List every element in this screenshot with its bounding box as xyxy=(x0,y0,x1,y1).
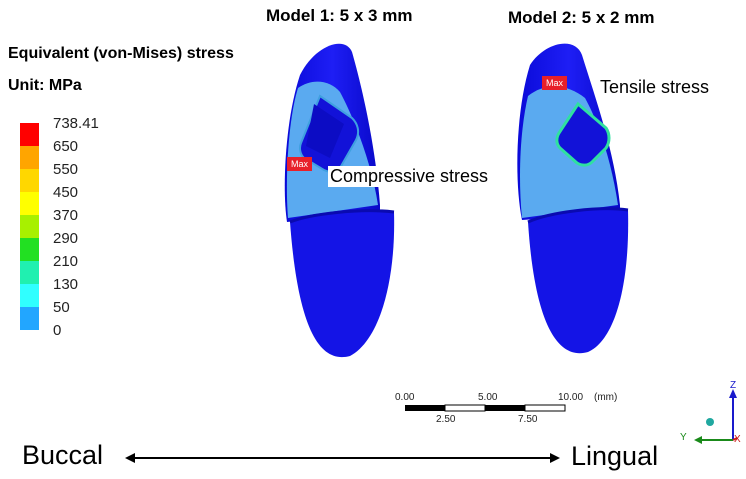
scale-label-top: 0.00 xyxy=(395,392,415,403)
legend-swatch xyxy=(20,123,39,146)
model-2-root-edge xyxy=(527,207,629,224)
legend-unit: Unit: MPa xyxy=(8,77,82,94)
legend-value: 450 xyxy=(53,184,79,201)
model-2-abutment xyxy=(555,101,611,167)
model-2-root xyxy=(528,208,629,354)
legend-swatch xyxy=(20,146,39,169)
legend-value: 130 xyxy=(53,276,79,293)
scale-label-bottom: 2.50 xyxy=(436,414,456,425)
legend-swatch xyxy=(20,284,39,307)
legend-value: 0 xyxy=(53,322,62,339)
tensile-stress-label: Tensile stress xyxy=(598,77,712,98)
legend-value: 550 xyxy=(53,161,79,178)
model-1-max-marker: Max xyxy=(287,157,313,171)
model-1-abutment-highlight xyxy=(306,104,344,158)
legend-swatch xyxy=(20,169,39,192)
legend-value: 738.41 xyxy=(53,115,99,132)
model-1-root xyxy=(290,210,395,358)
model-1-title: Model 1: 5 x 3 mm xyxy=(266,6,413,25)
legend-swatch xyxy=(20,192,39,215)
legend-swatch xyxy=(20,261,39,284)
legend-value: 210 xyxy=(53,253,79,270)
model-1-tooth xyxy=(284,43,395,358)
buccal-lingual-arrow xyxy=(125,453,560,463)
buccal-label: Buccal xyxy=(22,440,104,470)
axis-triad xyxy=(694,389,738,444)
legend-value: 290 xyxy=(53,230,79,247)
legend-value: 370 xyxy=(53,207,79,224)
scale-label-top: 5.00 xyxy=(478,392,498,403)
legend-swatch xyxy=(20,307,39,330)
scale-label-bottom: 7.50 xyxy=(518,414,538,425)
lingual-label: Lingual xyxy=(571,441,659,471)
legend-swatch xyxy=(20,238,39,261)
legend-title: Equivalent (von-Mises) stress xyxy=(8,45,234,62)
model-2-max-marker: Max xyxy=(542,76,568,90)
legend-swatch xyxy=(20,215,39,238)
model-2-title: Model 2: 5 x 2 mm xyxy=(508,8,655,27)
axis-y-label: Y xyxy=(680,432,687,443)
scale-unit: (mm) xyxy=(594,392,618,403)
axis-z-label: Z xyxy=(730,380,737,391)
scale-bar xyxy=(405,404,566,412)
axis-x-label: X xyxy=(734,434,741,445)
scale-label-top: 10.00 xyxy=(558,392,584,403)
model-1-root-edge xyxy=(289,209,395,224)
legend-value: 50 xyxy=(53,299,70,316)
legend-value: 650 xyxy=(53,138,79,155)
compressive-stress-label: Compressive stress xyxy=(328,166,491,187)
